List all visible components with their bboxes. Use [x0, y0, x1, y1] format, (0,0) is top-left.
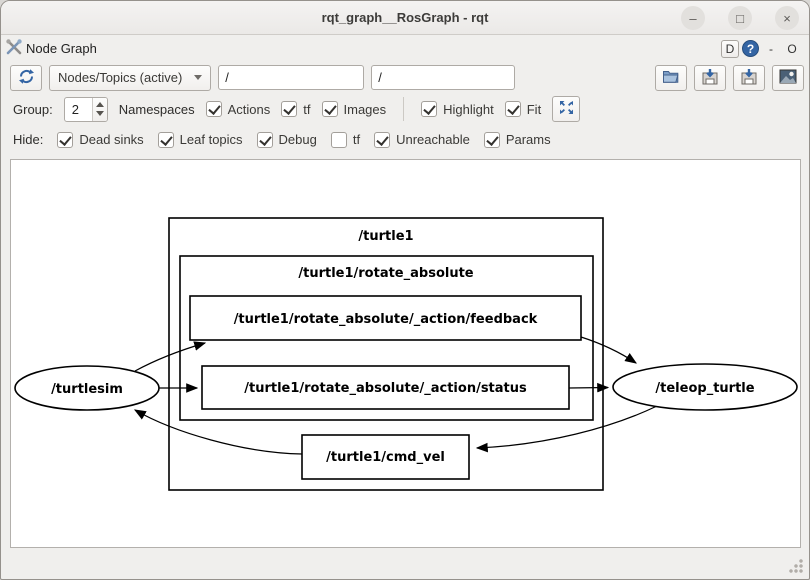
topic-feedback[interactable]: [189, 295, 582, 341]
save-file-icon: [740, 68, 758, 88]
window-title: rqt_graph__RosGraph - rqt: [321, 10, 489, 25]
close-window-icon[interactable]: ×: [775, 6, 799, 30]
checkbox-icon: [421, 101, 438, 117]
spinner-arrows-icon[interactable]: [91, 97, 107, 121]
edge-status-to-teleop: [568, 382, 610, 393]
topic-status[interactable]: [201, 365, 570, 410]
checkbox-label: Fit: [526, 101, 542, 117]
chevron-down-icon: [194, 75, 203, 80]
maximize-window-icon[interactable]: □: [728, 6, 752, 30]
group-spinner[interactable]: 2: [63, 96, 108, 122]
options-row: Group: 2 Namespaces Actions tf Images Hi…: [1, 93, 809, 125]
checkbox-icon: [321, 101, 338, 117]
save-image-button[interactable]: [772, 64, 804, 91]
checkbox-label: Actions: [227, 101, 271, 117]
checkbox-label: Debug: [278, 132, 317, 147]
graph-type-value: Nodes/Topics (active): [58, 70, 183, 85]
checkbox-actions[interactable]: Actions: [205, 101, 271, 117]
fit-expand-icon: [559, 100, 574, 118]
checkbox-debug[interactable]: Debug: [256, 131, 317, 148]
checkbox-label: Dead sinks: [79, 132, 144, 147]
checkbox-icon: [157, 131, 174, 148]
checkbox-label: Highlight: [443, 101, 494, 117]
image-icon: [779, 69, 797, 87]
checkbox-icon: [374, 131, 391, 148]
cluster-turtle1-label: /turtle1: [358, 229, 413, 244]
resize-grip[interactable]: [789, 559, 803, 573]
checkbox-tf[interactable]: tf: [281, 101, 311, 117]
help-icon[interactable]: ?: [742, 40, 759, 57]
checkbox-label: Images: [343, 101, 387, 117]
namespaces-label: Namespaces: [118, 101, 195, 117]
checkbox-icon: [205, 101, 222, 117]
edge-teleop-to-cmdvel: [475, 405, 658, 453]
checkbox-icon: [57, 131, 74, 148]
checkbox-label: Unreachable: [396, 132, 470, 147]
checkbox-highlight[interactable]: Highlight: [421, 101, 494, 117]
dock-minimize-button[interactable]: -: [769, 41, 773, 56]
node-graph-icon: [5, 38, 23, 59]
checkbox-unreachable[interactable]: Unreachable: [374, 131, 470, 148]
node-teleop-turtle-label: /teleop_turtle: [655, 381, 754, 396]
minimize-window-icon[interactable]: –: [681, 6, 705, 30]
hide-label: Hide:: [13, 132, 44, 147]
cluster-rotate-absolute-label: /turtle1/rotate_absolute: [298, 266, 473, 281]
save-file-icon: [701, 68, 719, 88]
checkbox-fit[interactable]: Fit: [504, 101, 542, 117]
toolbar: Nodes/Topics (active): [1, 62, 809, 93]
topic-cmd-vel[interactable]: [301, 434, 470, 480]
edge-feedback-to-teleop: [580, 336, 637, 364]
checkbox-icon: [483, 131, 500, 148]
topic-status-label: /turtle1/rotate_absolute/_action/status: [244, 381, 527, 396]
node-filter-input[interactable]: [218, 65, 365, 90]
checkbox-images[interactable]: Images: [321, 101, 387, 117]
node-teleop-turtle[interactable]: [612, 363, 798, 411]
edge-turtlesim-to-feedback: [134, 341, 207, 372]
title-bar: rqt_graph__RosGraph - rqt – □ ×: [1, 1, 809, 35]
checkbox-label: tf: [352, 132, 361, 147]
checkbox-icon: [504, 101, 521, 117]
checkbox-icon: [281, 101, 298, 117]
checkbox-label: Params: [505, 132, 551, 147]
hide-row: Hide: Dead sinks Leaf topics Debug tf Un…: [1, 125, 809, 154]
checkbox-icon: [256, 131, 273, 148]
checkbox-params[interactable]: Params: [483, 131, 551, 148]
panel-header: Node Graph D ? - O: [1, 35, 809, 62]
dock-d-button[interactable]: D: [721, 39, 739, 58]
load-dot-button[interactable]: [655, 64, 687, 91]
refresh-icon: [18, 68, 35, 88]
separator: [403, 97, 405, 121]
graph-canvas[interactable]: /turtle1 /turtle1/rotate_absolute /turtl…: [10, 159, 801, 548]
group-value: 2: [71, 101, 79, 117]
ros-node-graph: /turtle1 /turtle1/rotate_absolute /turtl…: [14, 217, 798, 491]
checkbox-hide-tf[interactable]: tf: [330, 131, 361, 148]
panel-title: Node Graph: [26, 41, 97, 56]
topic-cmd-vel-label: /turtle1/cmd_vel: [326, 450, 445, 465]
group-label: Group:: [13, 101, 53, 117]
checkbox-icon: [330, 131, 347, 148]
dock-close-button[interactable]: O: [787, 41, 797, 56]
checkbox-dead-sinks[interactable]: Dead sinks: [57, 131, 144, 148]
node-turtlesim-label: /turtlesim: [51, 382, 123, 397]
checkbox-leaf-topics[interactable]: Leaf topics: [157, 131, 243, 148]
checkbox-label: tf: [303, 101, 311, 117]
save-svg-button[interactable]: [733, 64, 765, 91]
open-folder-icon: [662, 68, 680, 87]
checkbox-label: Leaf topics: [179, 132, 243, 147]
fit-in-view-button[interactable]: [552, 96, 581, 122]
node-turtlesim[interactable]: [14, 365, 160, 411]
topic-filter-input[interactable]: [371, 65, 516, 90]
save-dot-button[interactable]: [694, 64, 726, 91]
topic-feedback-label: /turtle1/rotate_absolute/_action/feedbac…: [234, 312, 538, 327]
edge-cmdvel-to-turtlesim: [133, 409, 303, 455]
refresh-button[interactable]: [10, 64, 42, 91]
graph-type-select[interactable]: Nodes/Topics (active): [49, 64, 212, 91]
